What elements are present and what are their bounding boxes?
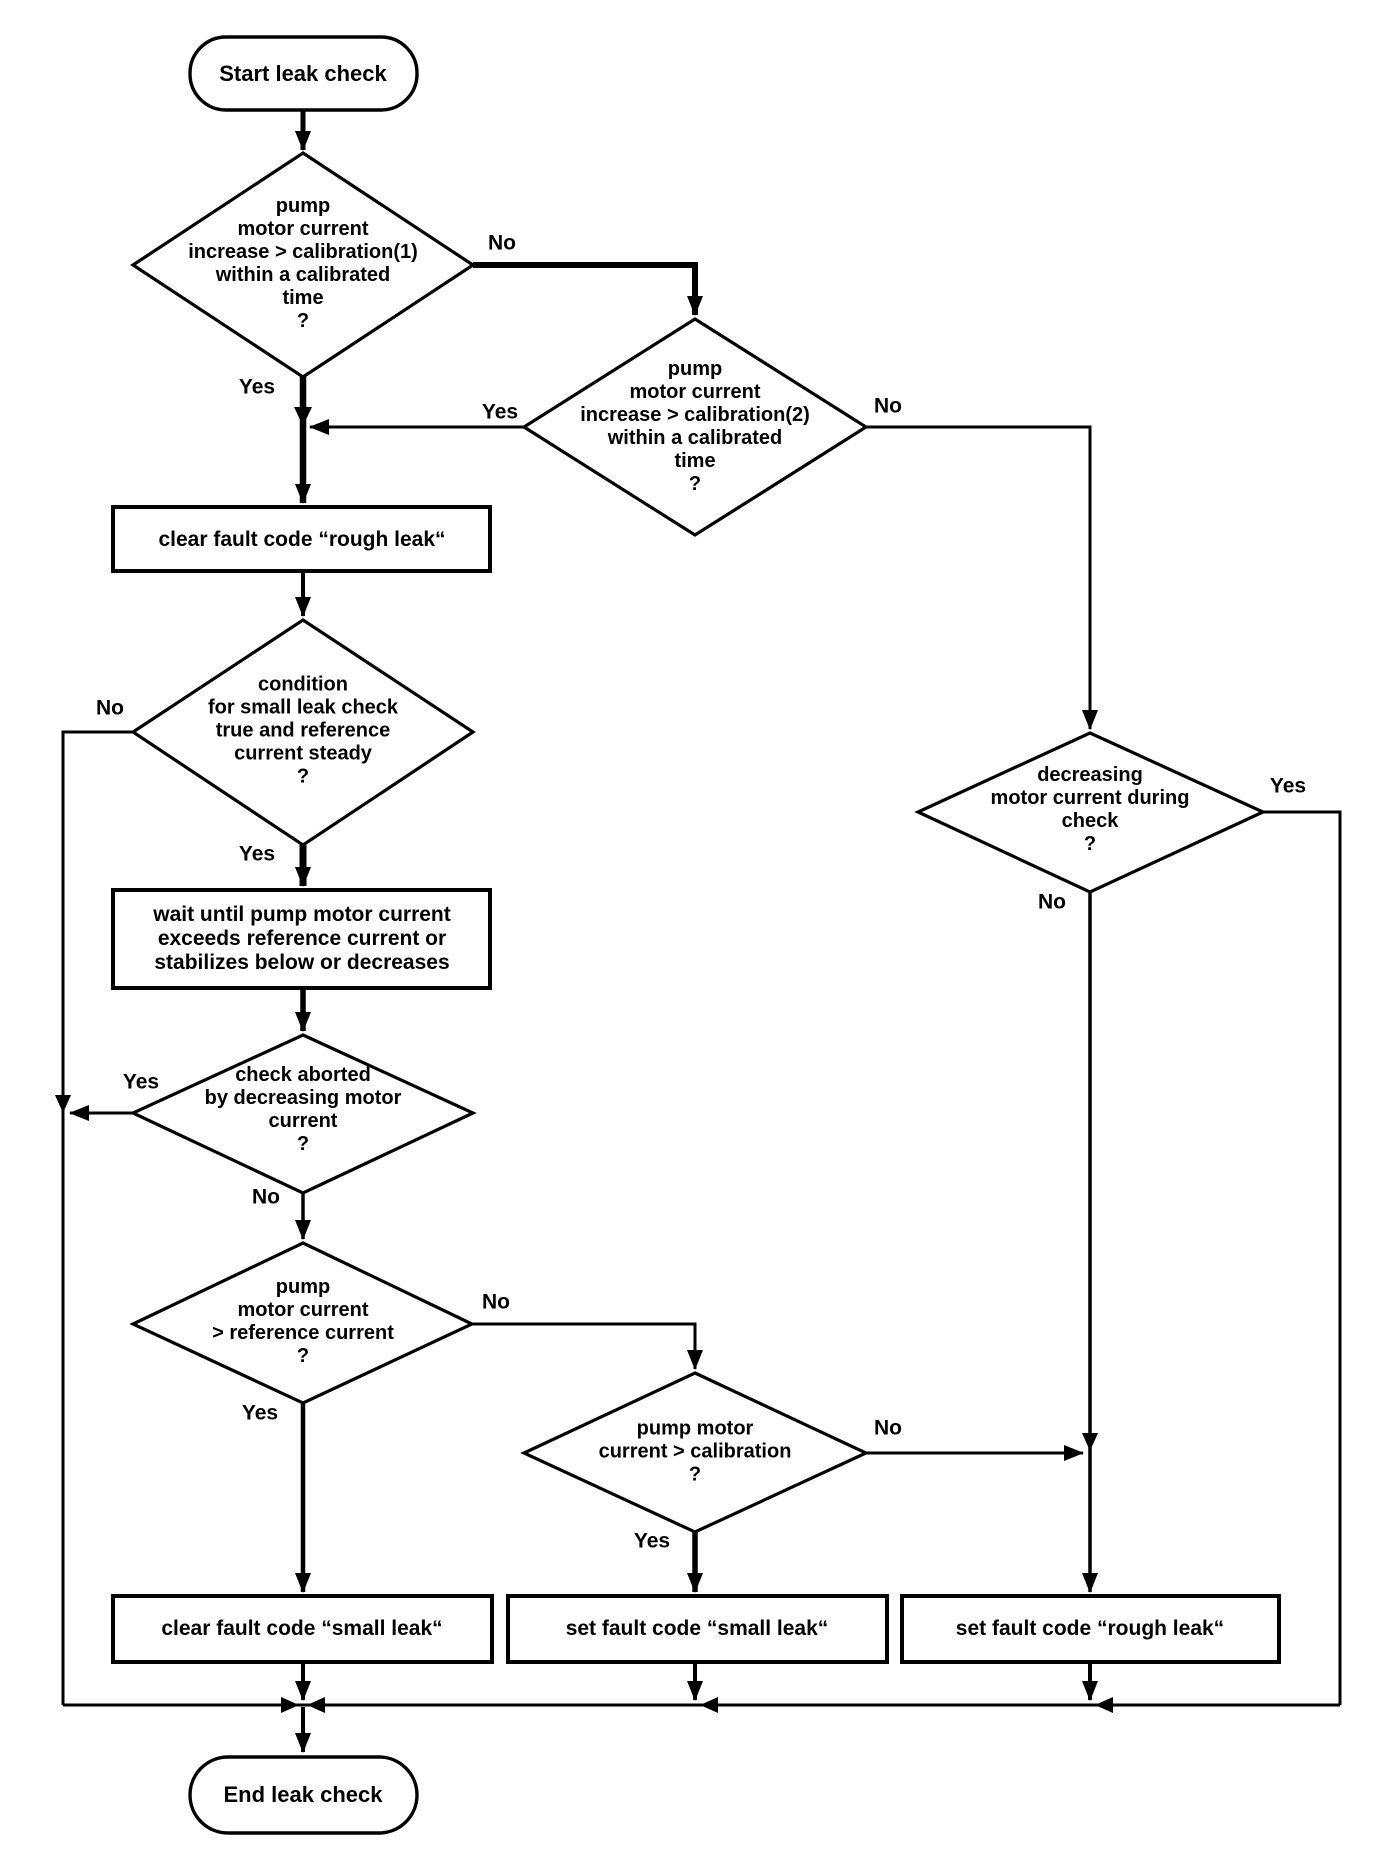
decision-current-gt-calibration	[520, 1371, 870, 1534]
edge-label-d3-no: No	[96, 696, 124, 720]
arrowhead-left-rail-down	[55, 1095, 71, 1113]
label-decision-gt-calibration: pump motor current > calibration ?	[598, 1417, 792, 1486]
label-decision-condition: condition for small leak check true and …	[207, 673, 399, 788]
process-set-fault-rough-leak	[900, 1594, 1281, 1664]
edge-label-d7-yes: Yes	[1269, 774, 1307, 798]
edge-label-d5-no: No	[482, 1290, 510, 1314]
label-decision-check-aborted: check aborted by decreasing motor curren…	[204, 1064, 402, 1155]
label-decision-decreasing: decreasing motor current during check ?	[990, 764, 1190, 855]
arrowhead-merge-at-set-rough	[1095, 1697, 1113, 1713]
edge-label-d6-no: No	[874, 1416, 902, 1440]
label-start: Start leak check	[219, 61, 387, 86]
arrowhead-merge-from-left	[281, 1697, 299, 1713]
edge-label-d5-yes: Yes	[241, 1401, 279, 1425]
label-set-rough-leak: set fault code “rough leak“	[955, 1617, 1225, 1640]
process-wait-pump-current	[111, 888, 492, 990]
process-clear-fault-rough-leak	[111, 505, 492, 573]
edge-label-d7-no: No	[1038, 890, 1066, 914]
label-clear-rough-leak: clear fault code “rough leak“	[158, 528, 446, 551]
arrowhead-merge-at-set-small	[700, 1697, 718, 1713]
edge-d2-no-to-d7	[866, 425, 1098, 730]
edge-label-d3-yes: Yes	[238, 842, 276, 866]
decision-pump-current-calibration1	[130, 151, 476, 379]
decision-current-gt-reference	[129, 1241, 476, 1405]
label-wait: wait until pump motor current exceeds re…	[153, 903, 451, 974]
edge-d3-no-left-rail	[55, 730, 133, 1705]
edge-label-d2-no: No	[874, 394, 902, 418]
edge-label-d6-yes: Yes	[633, 1529, 671, 1553]
terminator-end	[188, 1755, 419, 1835]
edge-d1-yes-to-clear-rough	[294, 377, 312, 504]
edge-d1-no-to-d2	[473, 262, 703, 316]
edge-d5-no-to-d6	[472, 1322, 703, 1370]
edge-label-d1-yes: Yes	[238, 375, 276, 399]
label-clear-small-leak: clear fault code “small leak“	[161, 1617, 443, 1640]
label-set-small-leak: set fault code “small leak“	[565, 1617, 829, 1640]
label-decision-calibration1: pump motor current increase > calibratio…	[188, 195, 418, 332]
edge-merge-line	[63, 1697, 1340, 1713]
process-set-fault-small-leak	[506, 1594, 889, 1664]
terminator-start	[188, 35, 419, 112]
arrowhead-merge-from-right	[307, 1697, 325, 1713]
decision-pump-current-calibration2	[521, 317, 869, 537]
process-clear-fault-small-leak	[111, 1594, 494, 1664]
label-decision-gt-reference: pump motor current > reference current ?	[212, 1276, 394, 1367]
edge-label-d4-yes: Yes	[122, 1070, 160, 1094]
arrowhead-d1-yes-mid	[294, 407, 312, 426]
decision-decreasing-current	[914, 731, 1267, 894]
decision-check-aborted	[129, 1033, 477, 1195]
label-end: End leak check	[223, 1782, 383, 1807]
edge-label-d2-yes: Yes	[481, 400, 519, 424]
label-decision-calibration2: pump motor current increase > calibratio…	[580, 358, 810, 495]
decision-small-leak-condition	[130, 618, 476, 847]
edge-d7-yes-right-rail	[1263, 810, 1342, 1705]
edge-label-d1-no: No	[488, 231, 516, 255]
edge-label-d4-no: No	[252, 1185, 280, 1209]
